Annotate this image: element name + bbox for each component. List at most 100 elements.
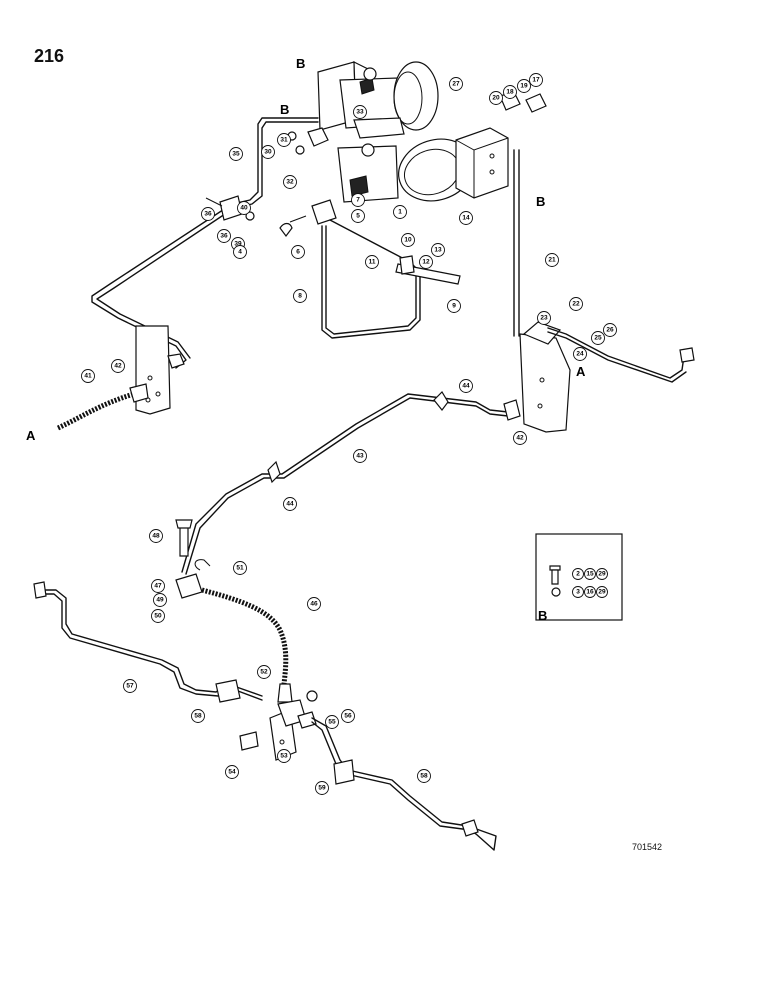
callout-bubble: 48 [149,529,163,543]
bolt-48 [179,523,189,557]
callout-bubble: 42 [513,431,527,445]
tube-35 [91,117,319,369]
callout-number: 53 [280,753,288,760]
callout-number: 46 [310,601,318,608]
left-end-fitting [33,581,47,599]
callout-number: 18 [506,89,514,96]
callout-number: 23 [540,315,548,322]
clip-51 [194,559,211,571]
callout-bubble: 49 [153,593,167,607]
upper-actuator-assembly [317,61,439,139]
callout-bubble: 58 [191,709,205,723]
callout-bubble: 36 [201,207,215,221]
callout-number: 42 [516,435,524,442]
callout-number: 21 [548,257,556,264]
callout-bubble: 54 [225,765,239,779]
callout-number: 14 [462,215,470,222]
letter-label: B [296,56,305,71]
right-end-fitting [679,347,695,363]
callout-number: 20 [492,95,500,102]
callout-number: 1 [398,209,402,216]
letter-label: A [576,364,586,379]
callout-bubble: 56 [341,709,355,723]
callout-bubble: 18 [503,85,517,99]
callout-number: 7 [356,197,360,204]
callout-number: 27 [452,81,460,88]
callout-bubble: 53 [277,749,291,763]
callout-number: 11 [369,259,376,266]
left-bracket [135,325,185,415]
callout-bubble: 55 [325,715,339,729]
callout-bubble: 35 [229,147,243,161]
callout-bubble: 32 [283,175,297,189]
clamp-59 [333,759,355,785]
tube-57 [39,589,263,697]
callout-bubble: 10 [401,233,415,247]
callout-number: 36 [204,211,212,218]
callout-number: 48 [152,533,160,540]
tube-8-inner [325,225,417,335]
callout-number: 40 [240,205,248,212]
callout-bubble: 19 [517,79,531,93]
callout-number: 59 [318,785,326,792]
callout-number: 55 [328,719,336,726]
callout-number: 47 [154,583,162,590]
callout-number: 13 [434,247,442,254]
callout-bubble: 13 [431,243,445,257]
letter-labels: B B B A A B [26,56,586,623]
callout-bubble: 20 [489,91,503,105]
callout-number: 58 [420,773,428,780]
callout-bubble: 30 [261,145,275,159]
callout-number: 44 [462,383,470,390]
callout-number: 54 [228,769,236,776]
callout-bubble: 57 [123,679,137,693]
callout-number: 31 [280,137,288,144]
callout-bubble: 46 [307,597,321,611]
callout-number: 33 [356,109,364,116]
callout-number: 30 [264,149,272,156]
callout-bubble: 26 [603,323,617,337]
hose-fitting-52 [277,683,293,703]
callout-bubble: 36 [217,229,231,243]
tube-right-b [547,331,687,383]
callout-bubble: 11 [365,255,379,269]
tube-58-fitting [461,819,479,837]
callout-bubble: 24 [573,347,587,361]
callout-number: 8 [298,293,302,300]
callout-bubble: 6 [291,245,305,259]
callout-number: 12 [422,259,430,266]
callout-number: 44 [286,501,294,508]
callout-number: 29 [598,571,606,578]
callout-bubble: 4 [233,245,247,259]
callout-bubble: 12 [419,255,433,269]
callout-number: 4 [238,249,242,256]
callout-number: 43 [356,453,364,460]
callout-bubble: 58 [417,769,431,783]
callout-number: 16 [586,589,594,596]
lower-actuator-assembly [337,127,509,203]
clamp-44-upper [433,391,449,411]
callout-bubble: 51 [233,561,247,575]
callout-number: 17 [532,77,540,84]
callout-number: 22 [572,301,580,308]
letter-label: B [280,102,289,117]
callout-bubble: 9 [447,299,461,313]
tube-43-b [185,397,509,575]
callout-number: 2 [576,571,580,578]
callout-number: 26 [606,327,614,334]
callout-bubble: 25 [591,331,605,345]
callout-bubble: 15 [584,568,596,580]
callout-bubble: 14 [459,211,473,225]
callout-number: 57 [126,683,134,690]
callout-number: 3 [576,589,580,596]
callout-bubble: 8 [293,289,307,303]
callout-bubble: 29 [596,568,608,580]
callout-bubble: 41 [81,369,95,383]
callout-number: 10 [404,237,412,244]
callout-number: 5 [356,213,360,220]
callout-bubble: 50 [151,609,165,623]
callout-bubble: 52 [257,665,271,679]
callout-number: 29 [598,589,606,596]
callout-bubble: 29 [596,586,608,598]
letter-label: B [538,608,547,623]
